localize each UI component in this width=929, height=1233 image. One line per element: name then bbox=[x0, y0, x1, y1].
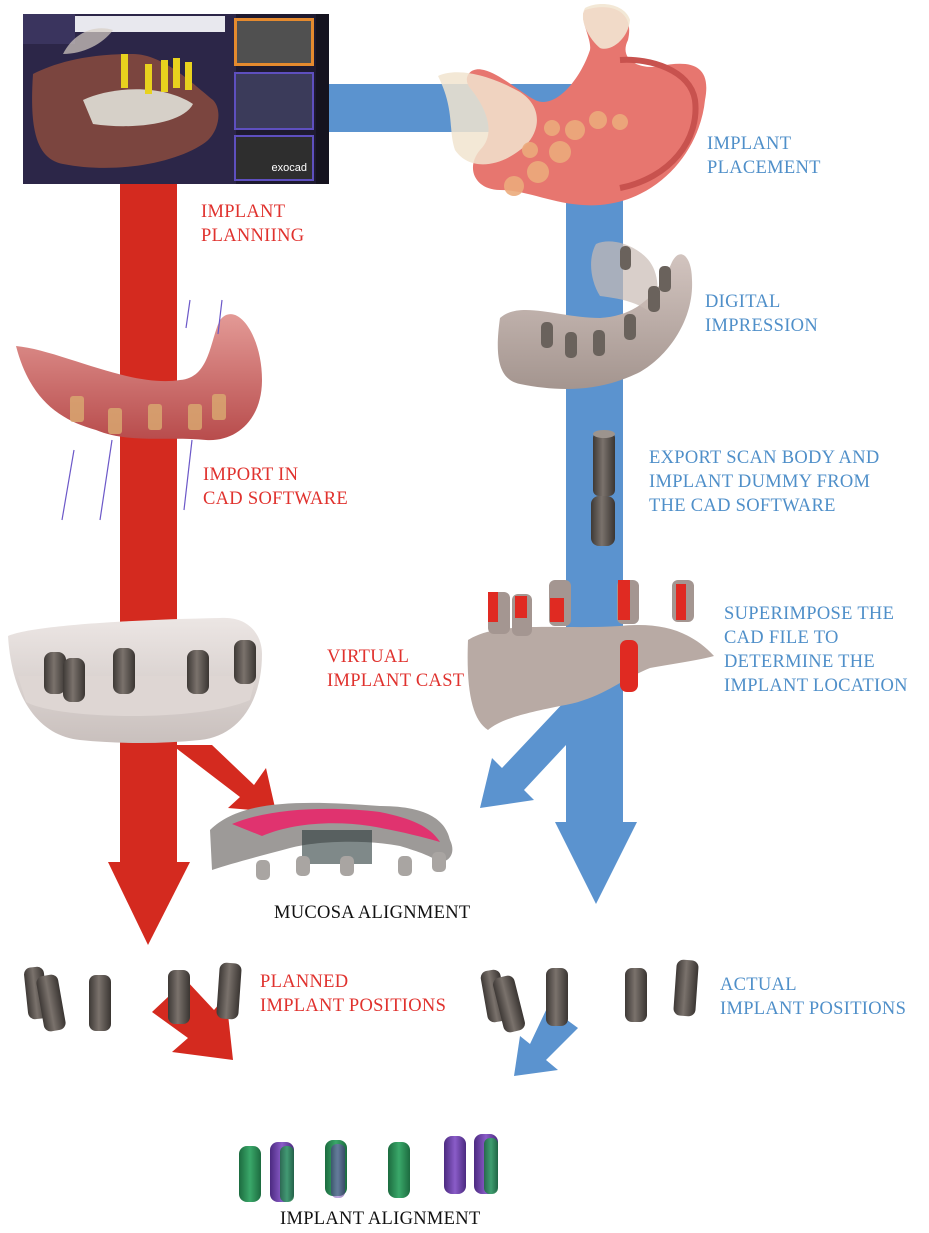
label-mucosa-alignment: MUCOSA ALIGNMENT bbox=[274, 901, 471, 925]
exocad-view-cross-section bbox=[234, 72, 314, 130]
exocad-view-axial bbox=[234, 135, 314, 181]
red-vertical-shaft bbox=[120, 180, 177, 865]
mucosa-alignment-image bbox=[210, 803, 452, 880]
label-implant-placement: IMPLANT PLACEMENT bbox=[707, 132, 821, 180]
planned-implant-5 bbox=[216, 962, 242, 1019]
surgical-guide-image bbox=[438, 4, 706, 205]
exocad-toolbar bbox=[316, 14, 329, 184]
label-digital-impression: DIGITAL IMPRESSION bbox=[705, 290, 818, 338]
planned-implant-3 bbox=[89, 975, 111, 1031]
aligned-implants bbox=[239, 1134, 498, 1202]
label-planned-positions: PLANNED IMPLANT POSITIONS bbox=[260, 970, 446, 1018]
actual-implant-4 bbox=[625, 968, 647, 1022]
label-implant-planning: IMPLANT PLANNIING bbox=[201, 200, 304, 248]
planned-implant-2 bbox=[35, 974, 66, 1033]
exocad-view-panoramic bbox=[234, 18, 314, 66]
exocad-3d-scene bbox=[23, 14, 238, 184]
aligned-implant-1 bbox=[239, 1146, 261, 1202]
label-actual-positions: ACTUAL IMPLANT POSITIONS bbox=[720, 973, 906, 1021]
actual-implants bbox=[480, 959, 699, 1034]
label-export-scan-body: EXPORT SCAN BODY AND IMPLANT DUMMY FROM … bbox=[649, 446, 880, 518]
label-implant-alignment: IMPLANT ALIGNMENT bbox=[280, 1207, 481, 1231]
label-superimpose: SUPERIMPOSE THE CAD FILE TO DETERMINE TH… bbox=[724, 602, 908, 698]
aligned-implant-5 bbox=[444, 1136, 466, 1194]
scan-body-image bbox=[591, 430, 615, 546]
actual-implant-5 bbox=[673, 959, 699, 1016]
exocad-screenshot: exocad bbox=[23, 14, 329, 184]
aligned-implant-4 bbox=[388, 1142, 410, 1198]
exocad-logo: exocad bbox=[272, 162, 307, 174]
red-arrowhead-down bbox=[108, 862, 190, 945]
planned-implant-4 bbox=[168, 970, 190, 1024]
blue-arrowhead-down bbox=[555, 822, 637, 904]
label-import-cad: IMPORT IN CAD SOFTWARE bbox=[203, 463, 348, 511]
actual-implant-3 bbox=[546, 968, 568, 1026]
label-virtual-cast: VIRTUAL IMPLANT CAST bbox=[327, 645, 464, 693]
virtual-cast-image bbox=[8, 618, 262, 743]
blue-path-arrows bbox=[329, 84, 637, 1076]
